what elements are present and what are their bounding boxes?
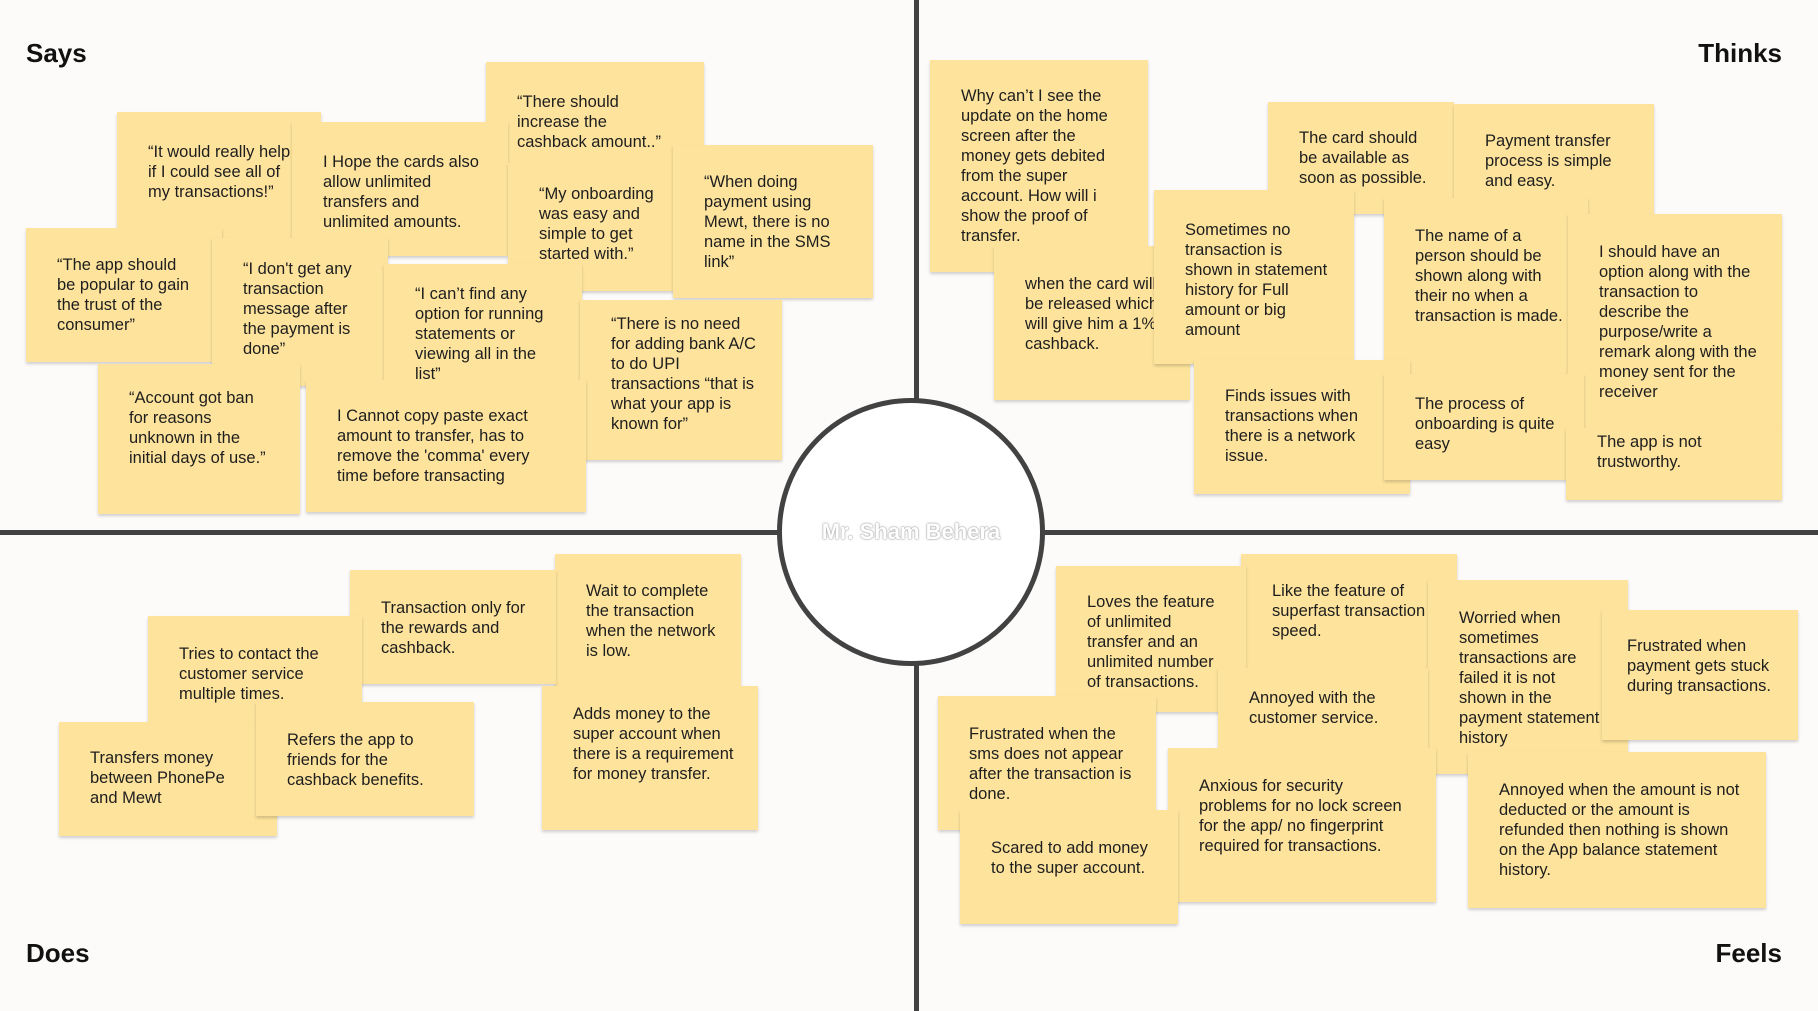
says-label: Says: [26, 38, 87, 68]
sticky-note[interactable]: “There is no need for adding bank A/C to…: [580, 300, 782, 460]
thinks-label: Thinks: [1698, 38, 1782, 68]
sticky-note[interactable]: “The app should be popular to gain the t…: [26, 228, 222, 362]
sticky-note[interactable]: Scared to add money to the super account…: [960, 810, 1178, 924]
sticky-note[interactable]: Refers the app to friends for the cashba…: [256, 702, 474, 816]
sticky-note[interactable]: “It would really help if I could see all…: [117, 112, 321, 252]
sticky-note[interactable]: “There should increase the cashback amou…: [486, 62, 704, 180]
sticky-note[interactable]: Annoyed when the amount is not deducted …: [1468, 752, 1766, 908]
sticky-note[interactable]: Like the feature of superfast transactio…: [1241, 554, 1457, 672]
sticky-note[interactable]: Payment transfer process is simple and e…: [1454, 104, 1654, 216]
sticky-note[interactable]: Why can’t I see the update on the home s…: [930, 60, 1148, 272]
sticky-note[interactable]: Worried when sometimes transactions are …: [1428, 580, 1628, 774]
does-label: Does: [26, 938, 90, 968]
sticky-note[interactable]: Frustrated when the sms does not appear …: [938, 696, 1156, 830]
feels-label: Feels: [1715, 938, 1783, 968]
sticky-note[interactable]: “Account got ban for reasons unknown in …: [98, 364, 300, 514]
sticky-note[interactable]: The name of a person should be shown alo…: [1384, 198, 1588, 374]
sticky-note[interactable]: I Hope the cards also allow unlimited tr…: [292, 122, 508, 256]
sticky-note[interactable]: Frustrated when payment gets stuck durin…: [1602, 610, 1798, 740]
sticky-note[interactable]: Anxious for security problems for no loc…: [1168, 748, 1436, 902]
sticky-note[interactable]: Transfers money between PhonePe and Mewt: [59, 722, 277, 836]
sticky-note[interactable]: Adds money to the super account when the…: [542, 686, 758, 830]
sticky-note[interactable]: The process of onboarding is quite easy: [1384, 374, 1584, 480]
persona-name: Mr. Sham Behera: [821, 519, 1001, 544]
sticky-note[interactable]: “When doing payment using Mewt, there is…: [673, 145, 873, 298]
persona-circle: Mr. Sham Behera: [777, 398, 1045, 666]
sticky-note[interactable]: Wait to complete the transaction when th…: [555, 554, 741, 688]
sticky-note[interactable]: Sometimes no transaction is shown in sta…: [1154, 190, 1354, 364]
sticky-note[interactable]: I Cannot copy paste exact amount to tran…: [306, 380, 586, 512]
sticky-note[interactable]: I should have an option along with the t…: [1568, 214, 1782, 428]
sticky-note[interactable]: The app is not trustworthy.: [1566, 428, 1782, 500]
sticky-note[interactable]: Finds issues with transactions when ther…: [1194, 360, 1410, 494]
sticky-note[interactable]: Transaction only for the rewards and cas…: [350, 570, 556, 684]
sticky-note[interactable]: “I can’t find any option for running sta…: [384, 264, 582, 380]
sticky-note[interactable]: Loves the feature of unlimited transfer …: [1056, 566, 1246, 712]
sticky-note[interactable]: “I don't get any transaction message aft…: [212, 238, 388, 386]
sticky-note[interactable]: The card should be available as soon as …: [1268, 102, 1454, 214]
